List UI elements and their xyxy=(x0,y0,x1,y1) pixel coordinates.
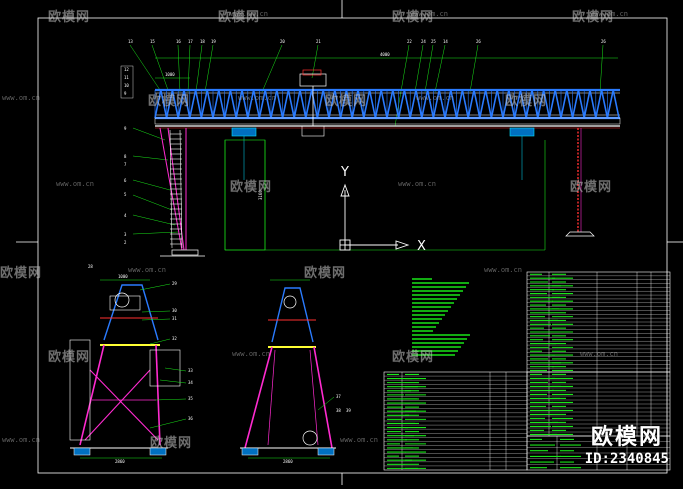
svg-text:9: 9 xyxy=(124,91,127,96)
watermark-url: www.om.cn xyxy=(410,10,448,18)
watermark: 欧模网 xyxy=(218,10,261,25)
right-leg xyxy=(565,128,595,237)
svg-text:13: 13 xyxy=(128,39,133,44)
svg-text:20: 20 xyxy=(280,39,285,44)
top-part-numbers: 13 15 16 17 18 19 20 21 22 24 25 14 26 2… xyxy=(128,39,606,44)
hoist-right xyxy=(509,127,535,180)
svg-text:3: 3 xyxy=(124,232,127,237)
svg-text:16: 16 xyxy=(176,39,181,44)
watermark: 欧模网 xyxy=(392,10,435,25)
svg-text:21: 21 xyxy=(316,39,321,44)
watermark: 欧模网 xyxy=(572,10,615,25)
watermark: 欧模网 xyxy=(48,350,91,365)
svg-text:15: 15 xyxy=(150,39,155,44)
watermark-url: www.om.cn xyxy=(232,350,270,358)
svg-text:4: 4 xyxy=(124,213,127,218)
svg-text:37: 37 xyxy=(336,394,341,399)
watermark: 欧模网 xyxy=(148,94,191,109)
watermark: 欧模网 xyxy=(0,266,43,281)
drawing-border xyxy=(37,17,668,474)
watermark: 欧模网 xyxy=(230,180,273,195)
side-view-left: 1000 2860 xyxy=(69,274,181,464)
span-dimension-text: 4000 xyxy=(380,52,390,57)
watermark-url: www.om.cn xyxy=(484,266,522,274)
svg-text:28: 28 xyxy=(88,264,93,269)
watermark: 欧模网 xyxy=(392,350,435,365)
svg-text:9: 9 xyxy=(124,126,127,131)
bill-of-materials-table xyxy=(383,271,671,471)
svg-text:36: 36 xyxy=(188,416,193,421)
watermark-url: www.om.cn xyxy=(238,94,276,102)
x-axis-label: X xyxy=(417,239,426,254)
trolley xyxy=(299,69,327,137)
green-dimension-lines xyxy=(224,139,546,251)
watermark: 欧模网 xyxy=(150,436,193,451)
svg-text:6: 6 xyxy=(124,178,127,183)
svg-text:29: 29 xyxy=(172,281,177,286)
left-ladder xyxy=(169,129,183,249)
watermark-url: www.om.cn xyxy=(2,436,40,444)
svg-text:33: 33 xyxy=(188,368,193,373)
left-leg-base xyxy=(171,249,199,256)
watermark-url: www.om.cn xyxy=(416,94,454,102)
svg-text:22: 22 xyxy=(407,39,412,44)
svg-text:2860: 2860 xyxy=(283,459,293,464)
svg-text:7: 7 xyxy=(124,162,127,167)
svg-text:18: 18 xyxy=(200,39,205,44)
svg-text:38: 38 xyxy=(336,408,341,413)
svg-text:24: 24 xyxy=(421,39,426,44)
svg-text:2: 2 xyxy=(124,240,127,245)
svg-text:26: 26 xyxy=(601,39,606,44)
left-part-numbers: 12 11 10 9 9 8 7 6 5 4 3 2 xyxy=(120,65,134,245)
side-view-right: 2860 xyxy=(240,279,336,464)
watermark: 欧模网 xyxy=(325,94,368,109)
watermark-url: www.om.cn xyxy=(56,180,94,188)
ucs-axis-icon xyxy=(339,183,410,251)
main-girder-truss xyxy=(154,88,621,125)
svg-text:19: 19 xyxy=(211,39,216,44)
watermark-url: www.om.cn xyxy=(128,266,166,274)
watermark: 欧模网 xyxy=(570,180,613,195)
svg-text:39: 39 xyxy=(346,408,351,413)
svg-text:5: 5 xyxy=(124,192,127,197)
watermark-url: www.om.cn xyxy=(580,350,618,358)
svg-text:8: 8 xyxy=(124,154,127,159)
svg-text:1000: 1000 xyxy=(118,274,128,279)
top-a-dimension-text: 1000 xyxy=(165,72,175,77)
svg-text:10: 10 xyxy=(124,83,129,88)
corner-brand-logo: 欧模网 xyxy=(590,425,663,450)
svg-text:31: 31 xyxy=(172,316,177,321)
svg-text:25: 25 xyxy=(431,39,436,44)
watermark-url: www.om.cn xyxy=(590,10,628,18)
side-leader-lines xyxy=(139,283,335,429)
hoist-left xyxy=(231,127,257,180)
watermark-url: www.om.cn xyxy=(230,10,268,18)
svg-text:11: 11 xyxy=(124,75,129,80)
svg-text:26: 26 xyxy=(476,39,481,44)
asset-id-label: ID:2340845 xyxy=(584,451,669,467)
watermark: 欧模网 xyxy=(48,10,91,25)
svg-text:3160: 3160 xyxy=(258,190,263,200)
left-leader-lines xyxy=(132,127,179,235)
svg-text:30: 30 xyxy=(172,308,177,313)
svg-text:35: 35 xyxy=(188,396,193,401)
svg-text:14: 14 xyxy=(443,39,448,44)
svg-text:34: 34 xyxy=(188,380,193,385)
watermark-url: www.om.cn xyxy=(398,180,436,188)
svg-text:17: 17 xyxy=(188,39,193,44)
watermark-url: www.om.cn xyxy=(340,436,378,444)
watermark-url: www.om.cn xyxy=(2,94,40,102)
svg-text:2860: 2860 xyxy=(115,459,125,464)
watermark: 欧模网 xyxy=(304,266,347,281)
watermark: 欧模网 xyxy=(505,94,548,109)
top-leader-lines xyxy=(129,44,604,127)
svg-text:32: 32 xyxy=(172,336,177,341)
technical-notes xyxy=(412,278,470,356)
svg-text:12: 12 xyxy=(124,67,129,72)
side-part-numbers: 28 29 30 31 32 33 34 35 36 37 38 39 xyxy=(88,264,351,421)
y-axis-label: Y xyxy=(340,165,349,180)
